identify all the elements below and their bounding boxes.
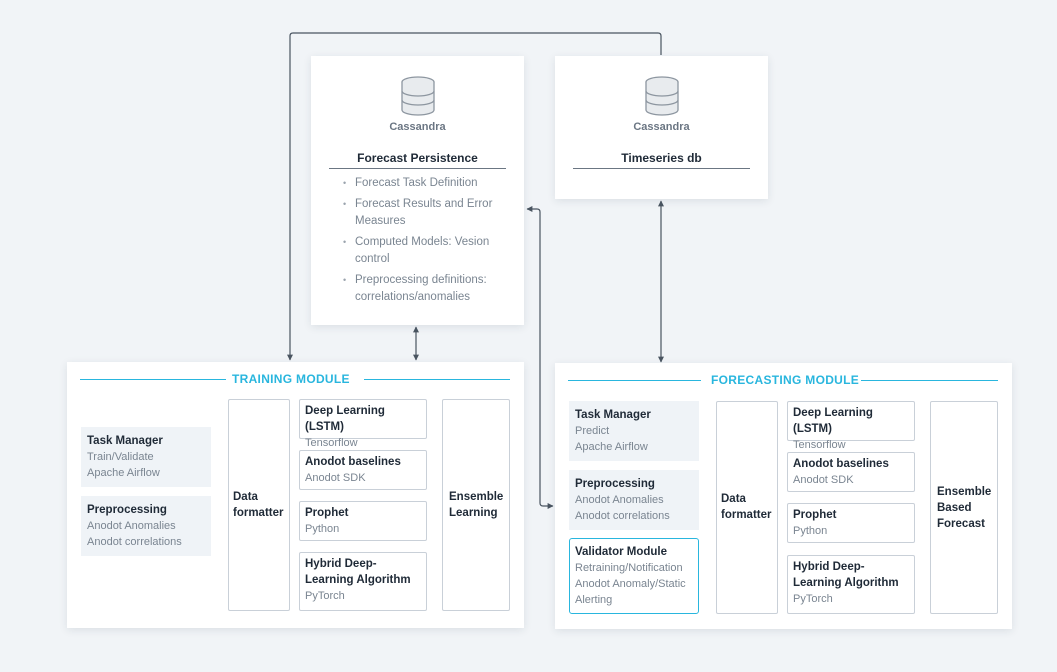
task-manager-box: Task Manager Predict Apache Airflow — [569, 401, 699, 461]
model-box-lstm: Deep Learning (LSTM) Tensorflow — [787, 401, 915, 451]
validator-module-title: Validator Module — [575, 546, 668, 558]
data-formatter-label: Data formatter — [721, 493, 772, 521]
model-box-hybrid: Hybrid Deep-Learning Algorithm PyTorch — [787, 555, 915, 614]
model-framework: PyTorch — [793, 593, 833, 605]
database-icon — [400, 76, 435, 116]
forecast-persistence-title: Forecast Persistence — [329, 151, 506, 169]
preprocessing-line: Anodot correlations — [87, 536, 182, 548]
title-rule-right — [861, 380, 998, 381]
list-item: Forecast Task Definition — [341, 175, 506, 192]
preprocessing-box: Preprocessing Anodot Anomalies Anodot co… — [81, 496, 211, 556]
ensemble-box: Ensemble Learning — [442, 399, 510, 611]
ensemble-label: Ensemble Based Forecast — [937, 486, 992, 530]
model-title: Hybrid Deep-Learning Algorithm — [793, 561, 899, 589]
ensemble-box: Ensemble Based Forecast — [930, 401, 998, 614]
model-title: Prophet — [793, 509, 837, 521]
model-title: Deep Learning (LSTM) — [793, 407, 873, 435]
data-formatter-box: Data formatter — [716, 401, 778, 614]
list-item: Preprocessing definitions: correlations/… — [341, 272, 506, 306]
connector-timeseries-to-training — [287, 32, 662, 361]
model-box-prophet: Prophet Python — [299, 501, 427, 541]
validator-module-box: Validator Module Retraining/Notification… — [569, 538, 699, 614]
model-box-hybrid: Hybrid Deep-Learning Algorithm PyTorch — [299, 552, 427, 611]
model-box-baselines: Anodot baselines Anodot SDK — [787, 452, 915, 492]
model-title: Prophet — [305, 507, 349, 519]
training-module-card: TRAINING MODULE Task Manager Train/Valid… — [67, 362, 524, 628]
list-item: Forecast Results and Error Measures — [341, 196, 506, 230]
forecasting-module-title: FORECASTING MODULE — [711, 373, 860, 387]
task-manager-line: Train/Validate — [87, 451, 154, 463]
model-box-baselines: Anodot baselines Anodot SDK — [299, 450, 427, 490]
forecasting-module-card: FORECASTING MODULE Task Manager Predict … — [555, 363, 1012, 629]
model-title: Hybrid Deep-Learning Algorithm — [305, 558, 411, 586]
task-manager-box: Task Manager Train/Validate Apache Airfl… — [81, 427, 211, 487]
task-manager-line: Predict — [575, 425, 610, 437]
data-formatter-label: Data formatter — [233, 491, 284, 519]
preprocessing-box: Preprocessing Anodot Anomalies Anodot co… — [569, 470, 699, 530]
task-manager-title: Task Manager — [575, 409, 651, 421]
task-manager-title: Task Manager — [87, 435, 163, 447]
timeseries-db-title: Timeseries db — [573, 151, 750, 169]
task-manager-line: Apache Airflow — [87, 467, 160, 479]
timeseries-db-card: Cassandra Timeseries db — [555, 56, 768, 199]
ensemble-label: Ensemble Learning — [449, 491, 504, 519]
preprocessing-line: Anodot Anomalies — [87, 520, 176, 532]
persistence-bullet-list: Forecast Task Definition Forecast Result… — [341, 175, 506, 310]
validator-line: Alerting — [575, 594, 613, 606]
forecast-persistence-card: Cassandra Forecast Persistence Forecast … — [311, 56, 524, 325]
model-framework: Tensorflow — [305, 437, 358, 449]
db-label: Cassandra — [389, 121, 446, 133]
preprocessing-title: Preprocessing — [87, 504, 167, 516]
validator-line: Retraining/Notification — [575, 562, 683, 574]
task-manager-line: Apache Airflow — [575, 441, 648, 453]
title-rule-left — [80, 379, 226, 380]
model-framework: PyTorch — [305, 590, 345, 602]
validator-line: Anodot Anomaly/Static — [575, 578, 686, 590]
model-title: Anodot baselines — [305, 456, 401, 468]
training-module-title: TRAINING MODULE — [232, 372, 350, 386]
list-item: Computed Models: Vesion control — [341, 234, 506, 268]
preprocessing-title: Preprocessing — [575, 478, 655, 490]
model-framework: Tensorflow — [793, 439, 846, 451]
model-box-prophet: Prophet Python — [787, 503, 915, 543]
preprocessing-line: Anodot Anomalies — [575, 494, 664, 506]
model-framework: Python — [793, 525, 828, 537]
model-framework: Anodot SDK — [305, 472, 366, 484]
model-title: Anodot baselines — [793, 458, 889, 470]
model-framework: Anodot SDK — [793, 474, 854, 486]
model-box-lstm: Deep Learning (LSTM) Tensorflow — [299, 399, 427, 449]
title-rule-right — [364, 379, 510, 380]
data-formatter-box: Data formatter — [228, 399, 290, 611]
db-label: Cassandra — [633, 121, 690, 133]
preprocessing-line: Anodot correlations — [575, 510, 670, 522]
title-rule-left — [568, 380, 701, 381]
model-title: Deep Learning (LSTM) — [305, 405, 385, 433]
connector-persistence-forecasting — [526, 206, 554, 509]
database-icon — [644, 76, 679, 116]
model-framework: Python — [305, 523, 340, 535]
